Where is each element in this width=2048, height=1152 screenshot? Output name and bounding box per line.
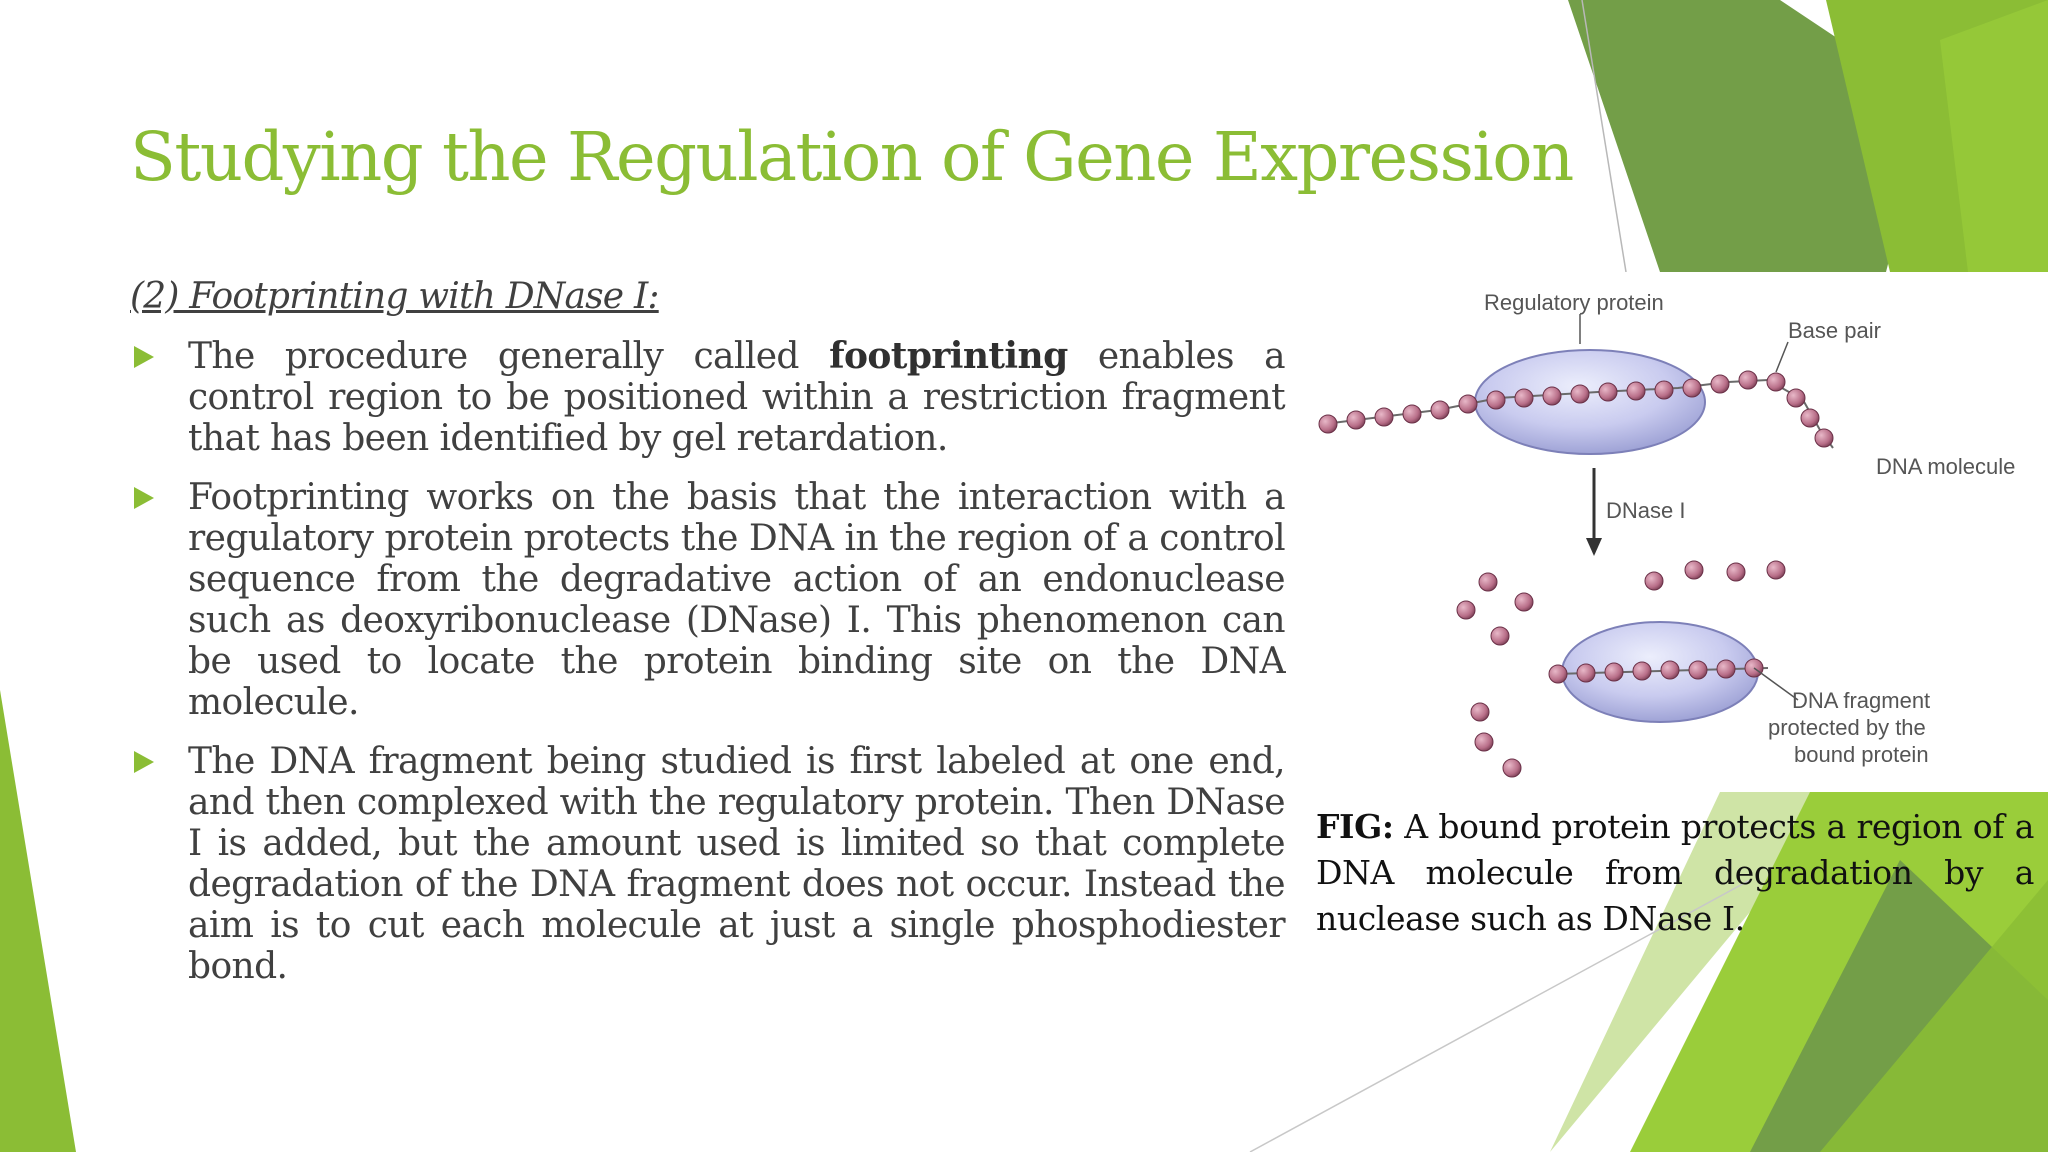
- fragment-bead: [1470, 702, 1490, 722]
- bg-shape-bottom-light: [1820, 880, 2048, 1152]
- bead: [1486, 390, 1506, 410]
- bullet-text-start: The procedure generally called: [188, 336, 830, 377]
- bullet-text-end: enables a control region to be positione…: [188, 336, 1286, 459]
- bead: [1570, 384, 1590, 404]
- bullet-arrow-icon: [134, 346, 154, 368]
- base-pair-pointer: [1775, 341, 1789, 373]
- fragment-bead: [1644, 571, 1664, 591]
- bead: [1598, 382, 1618, 402]
- label-base-pair: Base pair: [1788, 318, 1881, 343]
- bead: [1514, 388, 1534, 408]
- slide-title: Studying the Regulation of Gene Expressi…: [130, 118, 1574, 196]
- bead: [1346, 410, 1366, 430]
- label-fragment-line2: protected by the: [1768, 715, 1926, 740]
- degraded-fragments: [1456, 560, 1786, 778]
- fragment-bead: [1766, 560, 1786, 580]
- bead: [1542, 386, 1562, 406]
- bullet-item-procedure: The DNA fragment being studied is first …: [130, 741, 1286, 987]
- label-dna-molecule: DNA molecule: [1876, 454, 2015, 479]
- figure-caption: FIG: A bound protein protects a region o…: [1316, 804, 2034, 942]
- bead: [1682, 378, 1702, 398]
- bead: [1458, 394, 1478, 414]
- fragment-bead: [1478, 572, 1498, 592]
- bullet-text: Footprinting works on the basis that the…: [188, 477, 1286, 723]
- fragment-bead: [1502, 758, 1522, 778]
- bullet-item-basis: Footprinting works on the basis that the…: [130, 477, 1286, 723]
- bullet-arrow-icon: [134, 751, 154, 773]
- bead: [1800, 408, 1820, 428]
- bullet-text: The DNA fragment being studied is first …: [188, 741, 1286, 987]
- bead: [1738, 370, 1758, 390]
- bead: [1660, 660, 1680, 680]
- bullet-list: The procedure generally called footprint…: [130, 335, 1286, 1005]
- bg-shape-top-dark: [1568, 0, 1930, 272]
- fragment-bead: [1726, 562, 1746, 582]
- bead: [1402, 404, 1422, 424]
- bg-shape-left: [0, 690, 76, 1152]
- bead: [1632, 661, 1652, 681]
- dnase-arrow-head-icon: [1586, 538, 1602, 556]
- bead: [1814, 428, 1834, 448]
- bullet-item-footprinting: The procedure generally called footprint…: [130, 335, 1286, 459]
- regulatory-protein-shape: [1474, 349, 1706, 455]
- label-fragment-line1: DNA fragment: [1792, 688, 1930, 713]
- label-regulatory-protein: Regulatory protein: [1484, 290, 1664, 315]
- bead: [1318, 414, 1338, 434]
- bg-shape-top-accent: [1940, 0, 2048, 272]
- caption-text: A bound protein protects a region of a D…: [1316, 807, 2034, 938]
- fragment-bead: [1456, 600, 1476, 620]
- fragment-bead: [1684, 560, 1704, 580]
- label-fragment-line3: bound protein: [1794, 742, 1929, 767]
- bead: [1548, 664, 1568, 684]
- dna-beads-top: [1318, 370, 1834, 448]
- bead: [1688, 660, 1708, 680]
- bead: [1576, 663, 1596, 683]
- bead: [1626, 381, 1646, 401]
- fragment-pointer: [1753, 667, 1799, 701]
- bullet-arrow-icon: [134, 487, 154, 509]
- bg-line-top: [1581, 0, 1627, 273]
- bead: [1430, 400, 1450, 420]
- bead: [1716, 659, 1736, 679]
- footprinting-diagram: Regulatory protein Base pair DNA molecul…: [1318, 290, 2015, 778]
- bg-line-bottom: [1249, 879, 1751, 1152]
- label-dnase: DNase I: [1606, 498, 1685, 523]
- bead: [1786, 388, 1806, 408]
- bead: [1710, 374, 1730, 394]
- fragment-bead: [1474, 732, 1494, 752]
- bullet-bold-term: footprinting: [829, 335, 1068, 377]
- fragment-bead: [1490, 626, 1510, 646]
- bead: [1604, 662, 1624, 682]
- fragment-bead: [1514, 592, 1534, 612]
- bead: [1766, 372, 1786, 392]
- bead: [1654, 380, 1674, 400]
- section-subheading: (2) Footprinting with DNase I:: [130, 276, 660, 317]
- footprinting-figure: Regulatory protein Base pair DNA molecul…: [1298, 272, 2048, 792]
- caption-prefix: FIG:: [1316, 807, 1394, 846]
- bead: [1374, 407, 1394, 427]
